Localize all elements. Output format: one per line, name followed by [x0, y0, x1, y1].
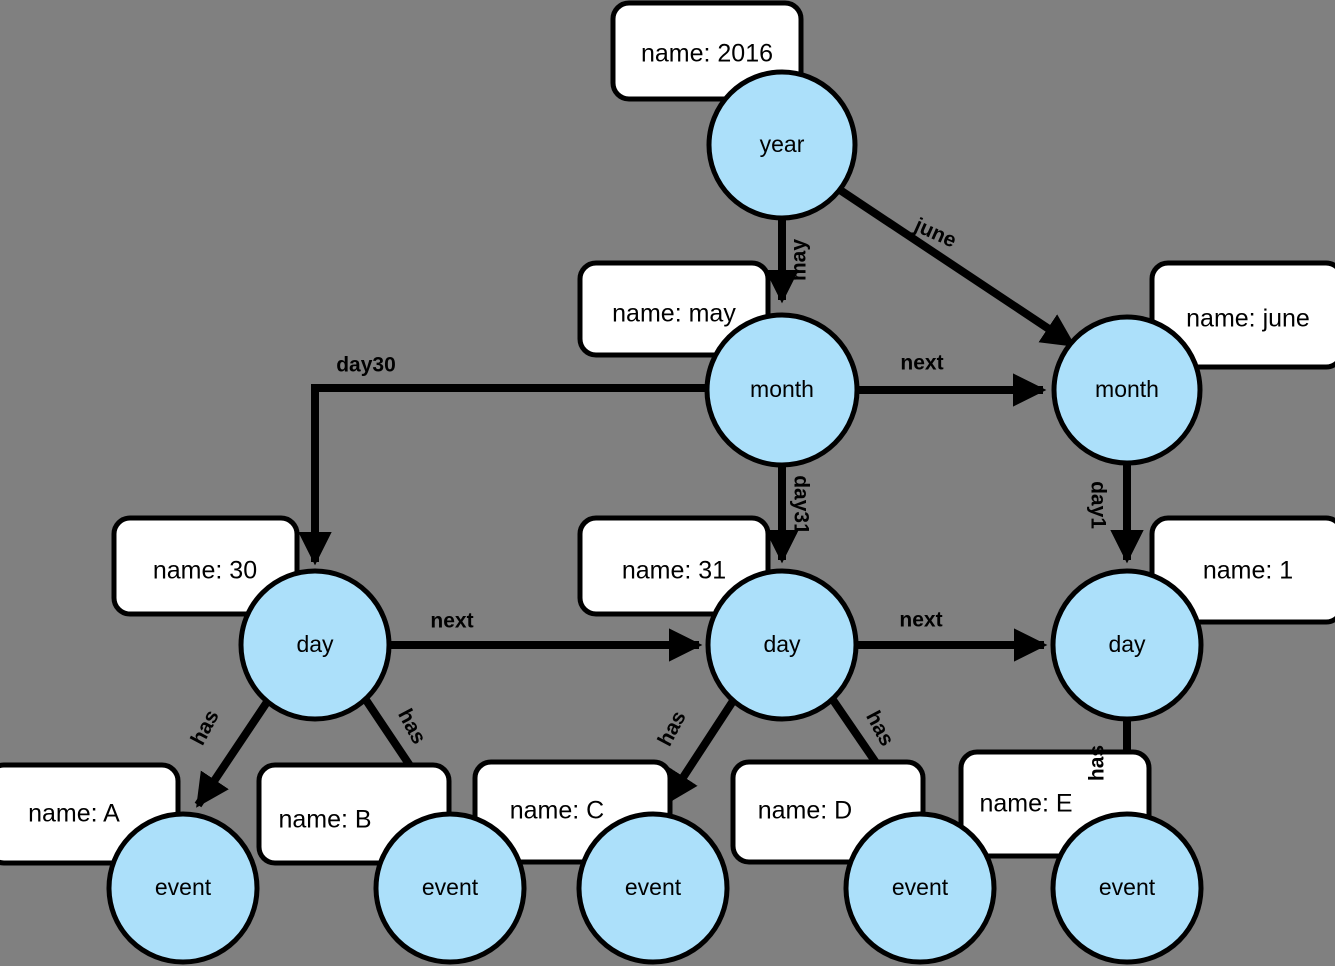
property-box-rect — [577, 260, 771, 358]
node-event-b[interactable]: event — [373, 811, 527, 965]
property-box-text: name: may — [612, 300, 736, 328]
node-circle[interactable] — [843, 811, 997, 965]
node-day-31[interactable]: day — [705, 568, 859, 722]
edge-label-next-months: next — [900, 352, 943, 375]
edge-label-has-a: has — [187, 706, 224, 749]
node-label: month — [750, 376, 814, 402]
property-box-rect — [111, 515, 300, 617]
edge-june — [837, 186, 1076, 349]
edge-label-has-c: has — [654, 707, 691, 750]
node-circle[interactable] — [704, 312, 860, 468]
property-box-text: name: 31 — [622, 557, 726, 585]
edge-label-next-day31-1: next — [899, 609, 942, 632]
node-label: day — [296, 631, 334, 657]
property-box-text: name: C — [510, 797, 604, 825]
node-label: day — [763, 631, 801, 657]
node-circle[interactable] — [576, 811, 730, 965]
node-event-e[interactable]: event — [1050, 811, 1204, 965]
edge-label-has-b: has — [393, 705, 430, 748]
node-month-june[interactable]: month — [1051, 314, 1203, 466]
property-box-text: name: B — [278, 806, 371, 834]
nodes-layer: year month month day day day — [106, 69, 1204, 965]
node-event-a[interactable]: event — [106, 811, 260, 965]
edge-label-day1: day1 — [1086, 481, 1109, 529]
node-label: event — [422, 874, 479, 900]
node-year-2016[interactable]: year — [706, 69, 858, 221]
edge-label-day30: day30 — [336, 354, 396, 377]
node-circle[interactable] — [373, 811, 527, 965]
node-month-may[interactable]: month — [704, 312, 860, 468]
property-box-text: name: 30 — [153, 557, 257, 585]
property-box-rect — [577, 515, 771, 617]
node-label: event — [892, 874, 949, 900]
node-circle[interactable] — [1050, 568, 1204, 722]
node-label: day — [1108, 631, 1146, 657]
property-box-month-may: name: may — [577, 260, 771, 358]
node-label: event — [155, 874, 212, 900]
edge-label-may: may — [788, 239, 811, 281]
node-label: year — [760, 131, 805, 157]
node-circle[interactable] — [705, 568, 859, 722]
property-box-text: name: E — [979, 790, 1072, 818]
edge-day30 — [298, 384, 707, 566]
edge-label-next-day30-31: next — [430, 610, 473, 633]
property-box-text: name: D — [758, 797, 852, 825]
edge-label-has-e: has — [1086, 745, 1109, 781]
node-event-c[interactable]: event — [576, 811, 730, 965]
property-box-day-30: name: 30 — [111, 515, 300, 617]
edge-label-june: june — [910, 213, 960, 252]
node-day-30[interactable]: day — [238, 568, 392, 722]
node-circle[interactable] — [1050, 811, 1204, 965]
node-circle[interactable] — [106, 811, 260, 965]
property-box-day-1: name: 1 — [1149, 515, 1335, 625]
property-box-day-31: name: 31 — [577, 515, 771, 617]
node-label: event — [1099, 874, 1156, 900]
node-label: month — [1095, 376, 1159, 402]
property-box-text: name: 1 — [1203, 557, 1293, 585]
property-box-text: name: june — [1186, 305, 1310, 333]
node-label: event — [625, 874, 682, 900]
node-circle[interactable] — [238, 568, 392, 722]
property-boxes-layer: name: 2016 name: may name: june name: 30… — [0, 0, 1335, 866]
property-box-text: name: A — [28, 800, 120, 828]
property-box-text: name: 2016 — [641, 40, 773, 68]
edge-label-day31: day31 — [789, 475, 812, 535]
property-box-rect — [1149, 260, 1335, 370]
property-box-rect — [1149, 515, 1335, 625]
node-circle[interactable] — [1051, 314, 1203, 466]
node-circle[interactable] — [706, 69, 858, 221]
edge-has-c — [663, 698, 737, 805]
node-event-d[interactable]: event — [843, 811, 997, 965]
property-box-month-june: name: june — [1149, 260, 1335, 370]
edge-has-a — [194, 699, 271, 808]
node-day-1[interactable]: day — [1050, 568, 1204, 722]
